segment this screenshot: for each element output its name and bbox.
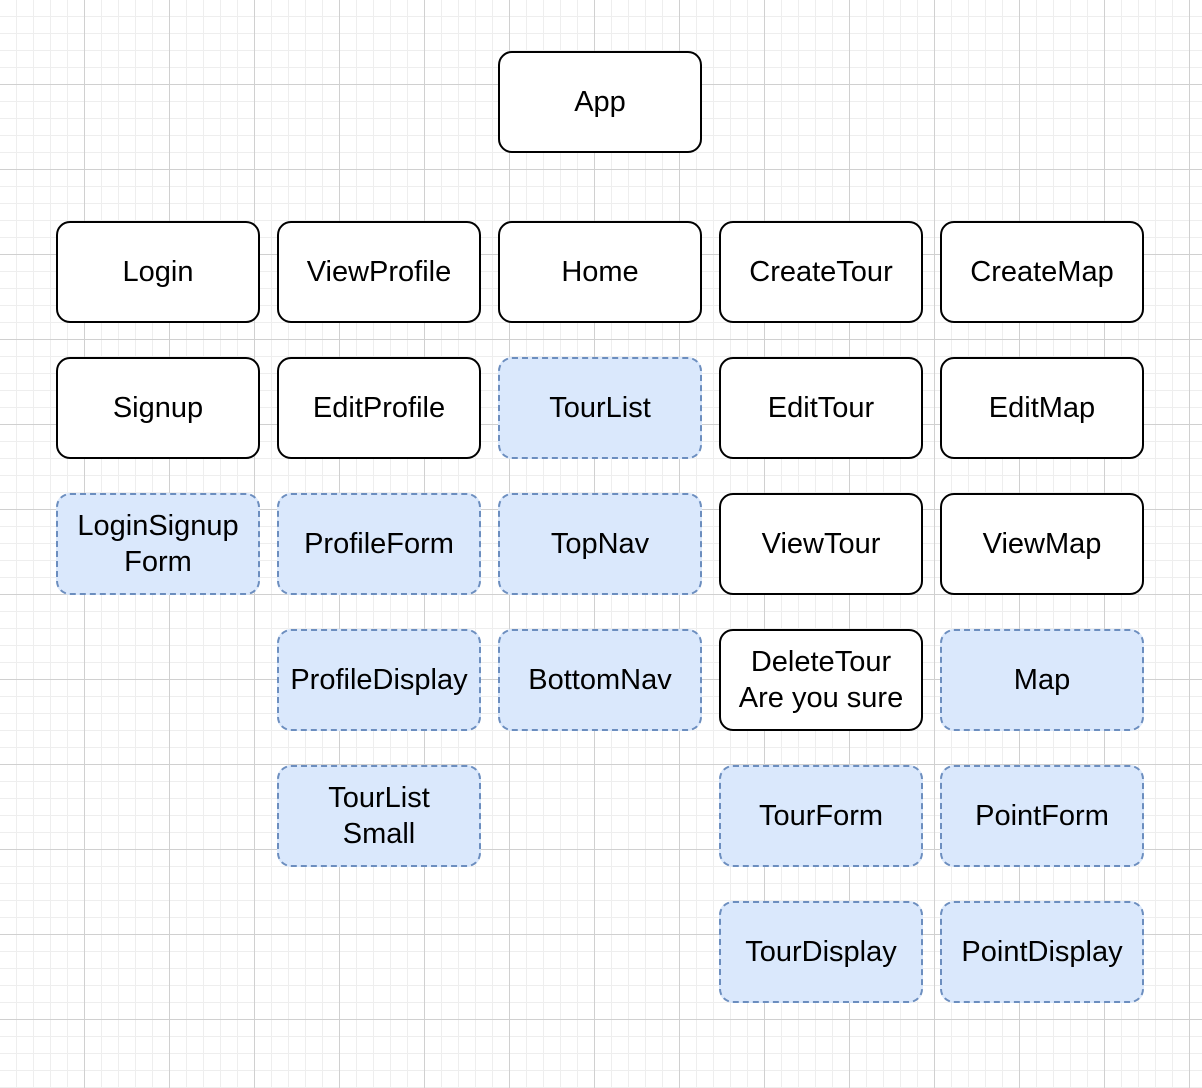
node-top-nav: TopNav [498, 493, 702, 595]
node-profile-display: ProfileDisplay [277, 629, 481, 731]
node-home: Home [498, 221, 702, 323]
node-tour-list: TourList [498, 357, 702, 459]
node-login: Login [56, 221, 260, 323]
node-profile-form: ProfileForm [277, 493, 481, 595]
node-point-display: PointDisplay [940, 901, 1144, 1003]
node-view-tour: ViewTour [719, 493, 923, 595]
node-edit-map: EditMap [940, 357, 1144, 459]
node-tour-list-small: TourList Small [277, 765, 481, 867]
node-signup: Signup [56, 357, 260, 459]
node-map: Map [940, 629, 1144, 731]
node-edit-tour: EditTour [719, 357, 923, 459]
node-app: App [498, 51, 702, 153]
node-tour-display: TourDisplay [719, 901, 923, 1003]
node-tour-form: TourForm [719, 765, 923, 867]
node-login-signup-form: LoginSignup Form [56, 493, 260, 595]
node-view-map: ViewMap [940, 493, 1144, 595]
node-edit-profile: EditProfile [277, 357, 481, 459]
node-point-form: PointForm [940, 765, 1144, 867]
node-delete-tour: DeleteTour Are you sure [719, 629, 923, 731]
node-create-tour: CreateTour [719, 221, 923, 323]
node-bottom-nav: BottomNav [498, 629, 702, 731]
node-create-map: CreateMap [940, 221, 1144, 323]
node-view-profile: ViewProfile [277, 221, 481, 323]
